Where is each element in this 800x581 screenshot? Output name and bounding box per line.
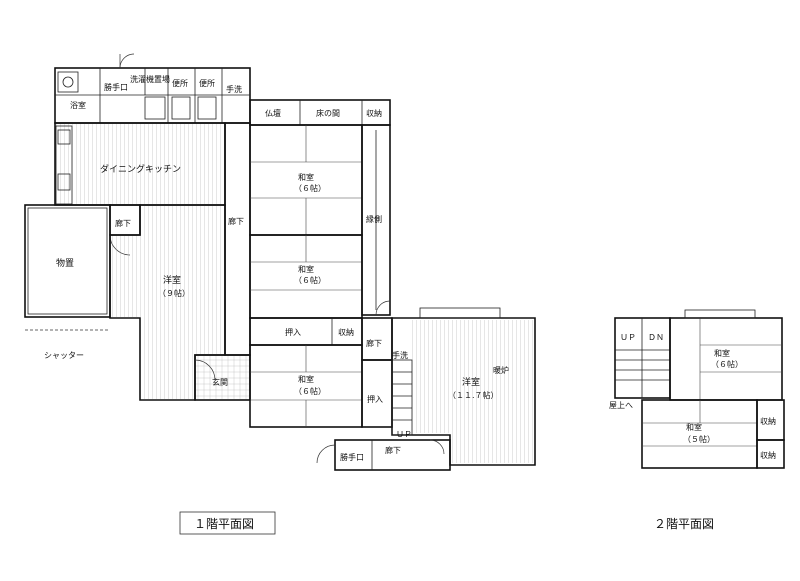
- label-washitsu-c-size: （６帖）: [294, 386, 326, 396]
- floor2-caption: ２階平面図: [654, 516, 714, 531]
- f2-washitsu-b-room: [641, 399, 758, 469]
- label-up: ＵＰ: [396, 430, 412, 439]
- label-entrance: 玄関: [212, 377, 228, 387]
- label-shutter: シャッター: [44, 351, 84, 360]
- corridor-c-room: [361, 300, 393, 428]
- floor1-plan: 浴室 勝手口 洗濯機置場 便所 便所 手洗 ダイニングキッチン 物置 シャッター…: [24, 53, 536, 471]
- label-closet-b: 収納: [338, 327, 354, 337]
- label-f2-washitsu-a: 和室: [714, 348, 730, 358]
- washitsu-c-room: [249, 344, 363, 428]
- f2-closets: [756, 399, 785, 469]
- label-washitsu-b: 和室: [298, 264, 314, 274]
- label-storage: 物置: [56, 257, 74, 269]
- label-f2-up: ＵＰ: [620, 333, 636, 342]
- label-handwash-b: 手洗: [392, 350, 408, 360]
- label-f2-washitsu-b-size: （５帖）: [683, 434, 715, 444]
- label-youshitsu-b: 洋室: [462, 376, 480, 388]
- label-washitsu-c: 和室: [298, 374, 314, 384]
- corridor-b-room: [224, 122, 251, 356]
- label-f2-roof: 屋上へ: [609, 401, 633, 410]
- label-f2-closet-a: 収納: [760, 416, 776, 426]
- label-f2-washitsu-b: 和室: [686, 422, 702, 432]
- corridor-d-room: [316, 439, 451, 471]
- label-youshitsu-a-size: （９帖）: [158, 288, 190, 298]
- label-tokonoma: 床の間: [316, 108, 340, 118]
- label-kitchen-door-b: 勝手口: [340, 452, 364, 462]
- label-corridor-c: 廊下: [366, 338, 382, 348]
- label-washitsu-a-size: （６帖）: [294, 183, 326, 193]
- label-f2-closet-b: 収納: [760, 450, 776, 460]
- label-kitchen-door: 勝手口: [104, 82, 128, 92]
- label-laundry: 洗濯機置場: [130, 74, 170, 84]
- entrance-room: [194, 354, 251, 401]
- label-washitsu-a: 和室: [298, 172, 314, 182]
- stair-block: [614, 317, 671, 399]
- label-oshiire-b: 押入: [367, 394, 383, 404]
- label-engawa: 縁側: [366, 214, 382, 224]
- label-closet-a: 収納: [366, 108, 382, 118]
- label-toilet-b: 便所: [199, 78, 215, 88]
- label-toilet-a: 便所: [172, 78, 188, 88]
- floor2-plan: ＵＰ ＤＮ 和室 （６帖） 屋上へ 和室 （５帖） 収納 収納: [609, 309, 785, 469]
- wet-area: [54, 53, 251, 124]
- dining-kitchen-room: [54, 122, 226, 206]
- label-handwash: 手洗: [226, 84, 242, 94]
- label-youshitsu-b-size: （１１.７帖）: [448, 390, 499, 400]
- label-corridor-a: 廊下: [115, 218, 131, 228]
- label-youshitsu-a: 洋室: [163, 274, 181, 286]
- label-oshiire-a: 押入: [285, 327, 301, 337]
- label-f2-washitsu-a-size: （６帖）: [711, 359, 743, 369]
- label-butsudan: 仏壇: [265, 108, 281, 118]
- label-dining-kitchen: ダイニングキッチン: [100, 163, 181, 175]
- label-f2-dn: ＤＮ: [648, 333, 664, 342]
- label-corridor-b: 廊下: [228, 216, 244, 226]
- label-washitsu-b-size: （６帖）: [294, 275, 326, 285]
- label-bath: 浴室: [70, 100, 86, 110]
- floor1-caption-box: [179, 511, 276, 535]
- floor1-caption: １階平面図: [194, 516, 254, 531]
- label-fireplace: 暖炉: [493, 365, 509, 375]
- label-corridor-d: 廊下: [385, 445, 401, 455]
